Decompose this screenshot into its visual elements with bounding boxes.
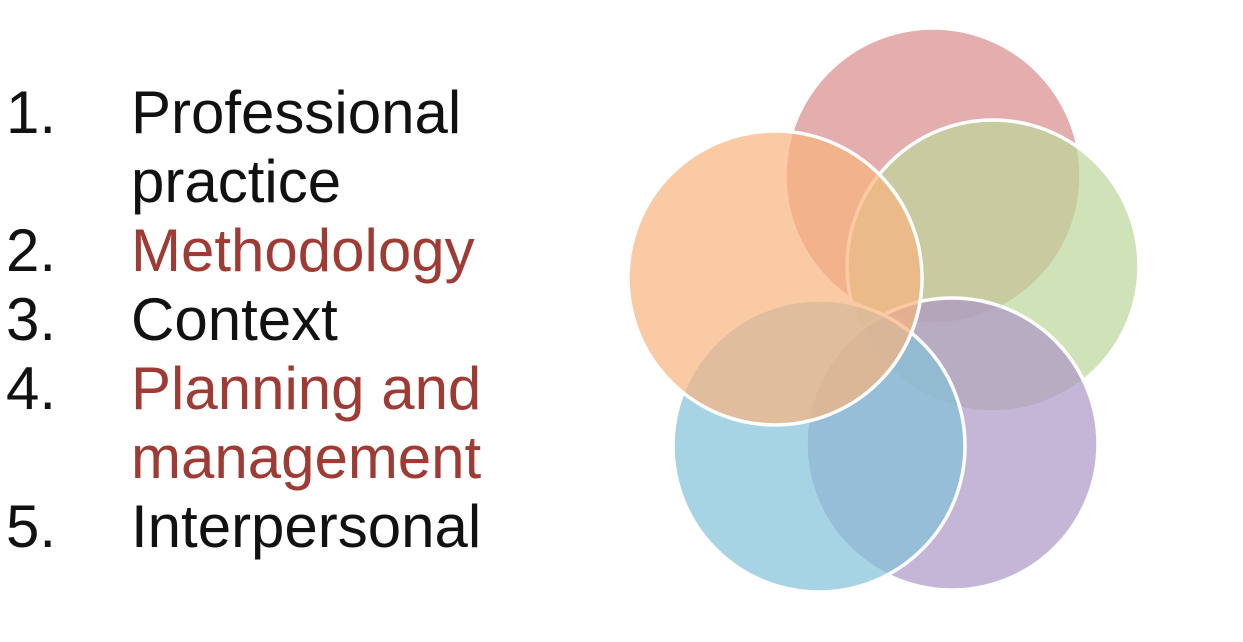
list-number: 5. [6,493,57,560]
list-item-1: 1. Professional practice [0,78,481,216]
list-label: Interpersonal [131,493,482,560]
circle-orange [626,129,924,427]
list-item-4: 4. Planning and management [0,354,481,492]
list-item-2: 2. Methodology [0,216,481,285]
list-label: Planning and management [131,355,482,491]
list-number: 3. [6,286,57,353]
list-number: 1. [6,79,57,146]
list-number: 2. [6,217,57,284]
topic-list: 1. Professional practice 2. Methodology … [0,78,481,561]
list-item-5: 5. Interpersonal [0,492,481,561]
list-label: Professional practice [131,79,462,215]
list-item-3: 3. Context [0,285,481,354]
list-label: Context [131,286,338,353]
list-label: Methodology [131,217,475,284]
list-number: 4. [6,355,57,422]
